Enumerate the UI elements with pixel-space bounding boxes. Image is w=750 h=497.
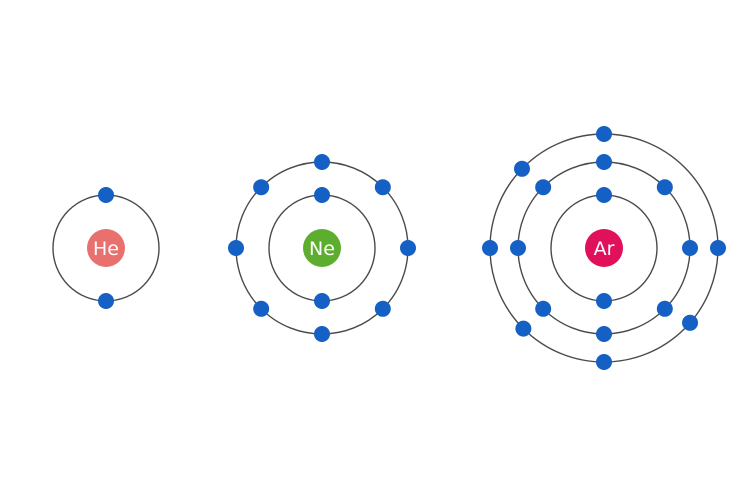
electron (596, 326, 612, 342)
electron (710, 240, 726, 256)
electron (482, 240, 498, 256)
atom-ne: Ne (228, 154, 416, 342)
electron (314, 187, 330, 203)
electron (374, 300, 391, 317)
electron (656, 300, 673, 317)
electron (515, 320, 532, 337)
electron (98, 187, 114, 203)
electron (314, 293, 330, 309)
element-symbol: Ne (309, 238, 335, 260)
electron (400, 240, 416, 256)
electron (374, 179, 391, 196)
electron (682, 314, 699, 331)
nucleus (585, 229, 623, 267)
electron (596, 126, 612, 142)
electron (510, 240, 526, 256)
electron (535, 179, 552, 196)
electron (682, 240, 698, 256)
nucleus (303, 229, 341, 267)
electron (253, 300, 270, 317)
electron (98, 293, 114, 309)
electron (228, 240, 244, 256)
nucleus (87, 229, 125, 267)
element-symbol: Ar (594, 238, 615, 260)
electron (314, 154, 330, 170)
electron (596, 354, 612, 370)
electron (596, 187, 612, 203)
electron (253, 179, 270, 196)
electron (314, 326, 330, 342)
electron (656, 179, 673, 196)
electron (596, 293, 612, 309)
element-symbol: He (93, 238, 119, 260)
atom-ar: Ar (482, 126, 726, 370)
atom-he: He (52, 187, 160, 309)
electron (535, 300, 552, 317)
electron (513, 160, 530, 177)
electron (596, 154, 612, 170)
